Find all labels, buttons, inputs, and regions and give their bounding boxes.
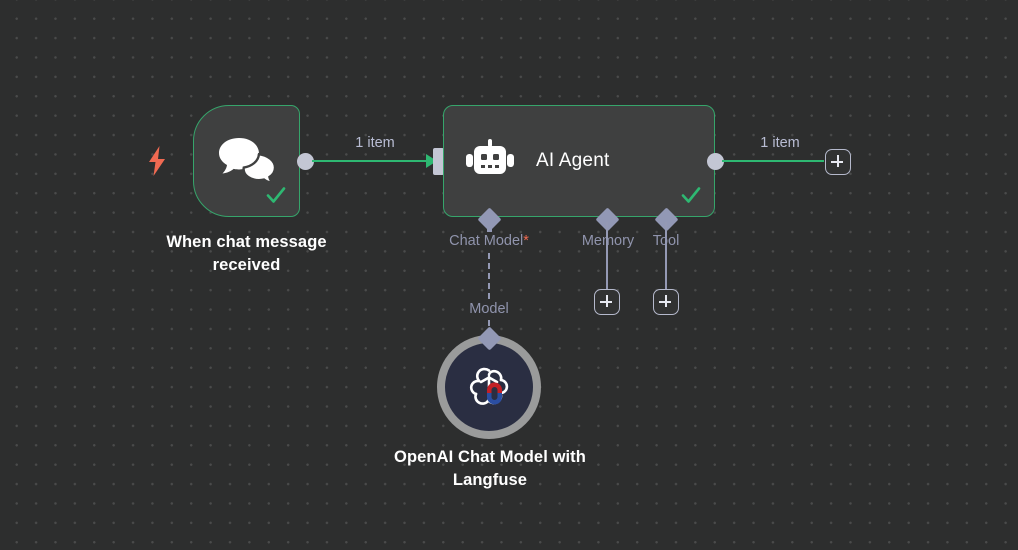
openai-logo-icon	[467, 365, 511, 409]
robot-icon	[466, 139, 514, 183]
agent-input-endpoint[interactable]	[433, 148, 444, 175]
trigger-node-label: When chat message received	[166, 233, 327, 274]
magnet-icon	[487, 382, 502, 405]
chat-bubbles-icon	[217, 136, 277, 185]
connection-agent-to-model[interactable]	[488, 253, 490, 299]
required-marker: *	[523, 233, 529, 249]
agent-status-check-icon	[680, 184, 702, 206]
agent-node-title: AI Agent	[536, 150, 610, 171]
node-ai-agent[interactable]: AI Agent	[443, 105, 715, 217]
add-memory-node-button[interactable]	[594, 289, 620, 315]
connection-tool-stub[interactable]	[665, 222, 668, 290]
connection-agent-to-next[interactable]	[722, 160, 824, 163]
node-when-chat-message-received[interactable]	[193, 105, 300, 217]
agent-connector-chat-model-stem	[487, 222, 492, 232]
trigger-status-check-icon	[265, 184, 287, 206]
connection-label-agent-to-next: 1 item	[760, 135, 800, 151]
model-node-label: OpenAI Chat Model with Langfuse	[394, 448, 586, 489]
add-output-node-button[interactable]	[825, 149, 851, 175]
add-tool-node-button[interactable]	[653, 289, 679, 315]
agent-connector-label-chat-model: Chat Model*	[449, 233, 529, 249]
agent-output-endpoint[interactable]	[707, 153, 724, 170]
connection-memory-stub[interactable]	[606, 222, 609, 290]
connection-arrow-icon	[426, 154, 437, 168]
connection-label-model: Model	[469, 301, 509, 317]
trigger-output-endpoint[interactable]	[297, 153, 314, 170]
node-openai-chat-model-with-langfuse[interactable]	[437, 335, 541, 439]
connection-trigger-to-agent[interactable]	[312, 160, 429, 163]
connection-label-trigger-to-agent: 1 item	[355, 135, 395, 151]
lightning-bolt-icon	[146, 146, 168, 176]
